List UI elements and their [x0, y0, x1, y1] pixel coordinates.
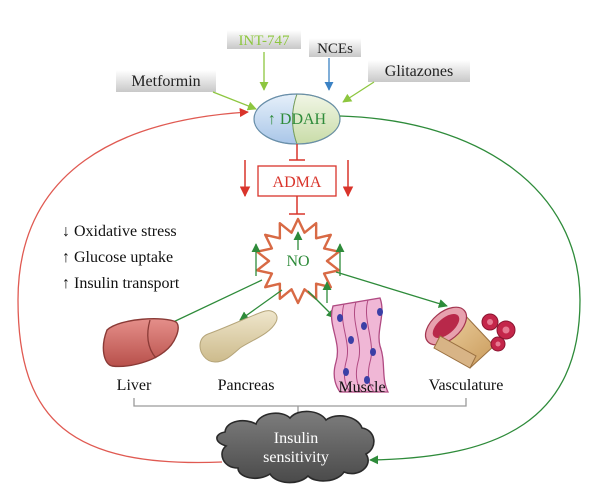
liver-icon	[102, 318, 179, 368]
insulin-sensitivity-cloud	[216, 410, 375, 484]
no-vasculature-arrow	[335, 271, 448, 308]
vasculature-icon	[424, 306, 516, 369]
liver-label: Liver	[117, 377, 152, 394]
insulin-label-line2: sensitivity	[263, 449, 329, 466]
nces-box	[309, 38, 361, 57]
metformin-label: Metformin	[131, 73, 200, 90]
int747-box	[227, 30, 301, 49]
glitazones-label: Glitazones	[385, 63, 453, 80]
ddah-node	[253, 93, 341, 145]
red-feedback-loop	[17, 107, 249, 464]
metformin-arrow	[212, 91, 257, 111]
ddah-label: ↑ DDAH	[268, 111, 327, 128]
no-muscle-arrow	[307, 290, 336, 319]
no-label: NO	[286, 253, 309, 270]
muscle-icon	[331, 297, 390, 393]
adma-label: ADMA	[273, 174, 322, 191]
no-starburst	[255, 217, 341, 305]
vasculature-label: Vasculature	[429, 377, 504, 394]
glitazones-box	[368, 60, 470, 82]
metformin-box	[116, 70, 216, 92]
no-pancreas-arrow	[239, 289, 283, 321]
effect-insulin-transport: ↑ Insulin transport	[62, 275, 180, 292]
muscle-label: Muscle	[338, 379, 385, 396]
nces-label: NCEs	[317, 41, 353, 57]
effect-oxidative-stress: ↓ Oxidative stress	[62, 223, 177, 240]
glitazones-arrow	[342, 81, 375, 103]
insulin-label-line1: Insulin	[274, 430, 318, 447]
effect-glucose-uptake: ↑ Glucose uptake	[62, 249, 173, 266]
int747-label: INT-747	[238, 33, 290, 49]
green-feedback-loop	[339, 115, 581, 465]
pancreas-label: Pancreas	[218, 377, 275, 394]
pancreas-icon	[199, 310, 278, 363]
